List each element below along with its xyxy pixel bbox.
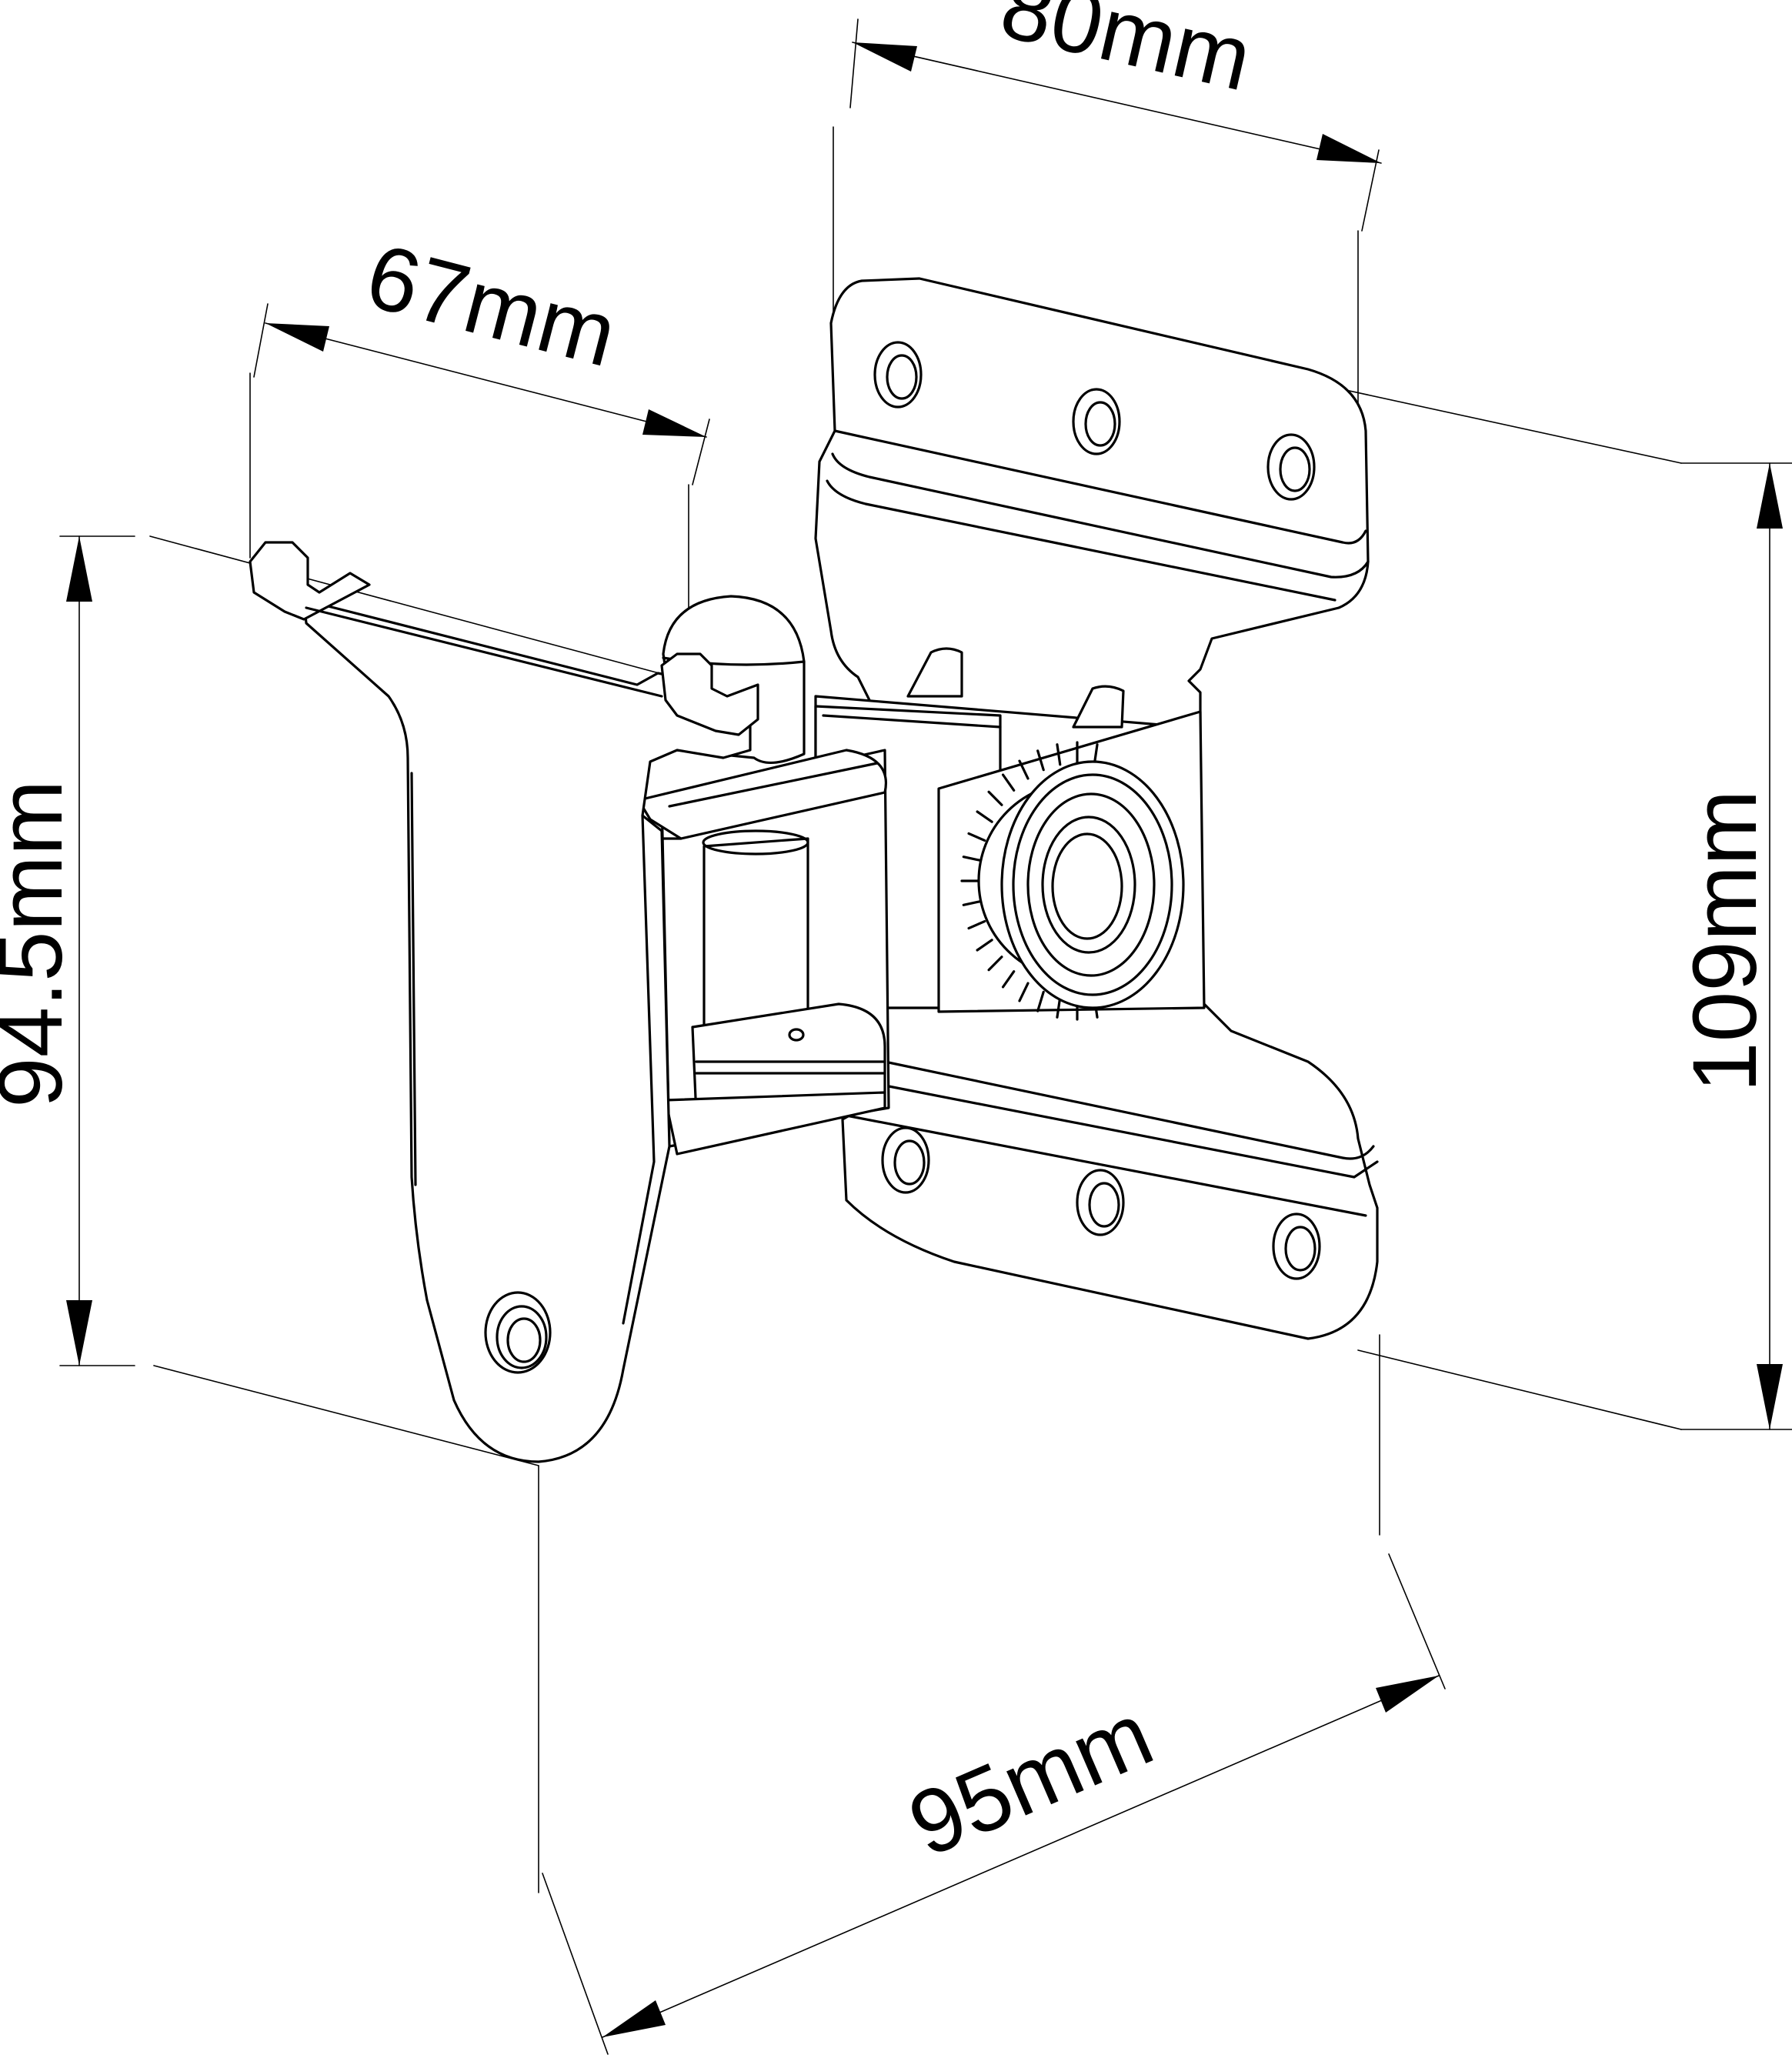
dimension-109mm xyxy=(1757,462,1783,1430)
mounting-hole xyxy=(1076,1169,1125,1236)
dimension-label-94-5mm: 94.5mm xyxy=(0,780,82,1108)
arrowhead xyxy=(66,1300,92,1366)
wall-screw-hole xyxy=(484,1291,552,1374)
mounting-hole xyxy=(1272,1212,1321,1280)
arrowhead xyxy=(265,323,329,352)
dimension-94-5mm xyxy=(66,535,92,1366)
gear-tooth xyxy=(976,939,993,952)
dimension-67mm xyxy=(265,322,707,438)
dimension-label-67mm: 67mm xyxy=(356,225,626,386)
gear-tooth xyxy=(1036,749,1045,772)
gear-tooth xyxy=(1001,773,1016,792)
gear-tooth xyxy=(967,919,986,930)
gear-tooth xyxy=(1056,743,1062,766)
gear-tooth xyxy=(1036,990,1045,1012)
dimension-label-95mm: 95mm xyxy=(895,1683,1166,1876)
gear-tooth xyxy=(967,832,986,842)
dimension-80mm xyxy=(852,42,1382,164)
arrowhead xyxy=(1316,134,1381,163)
swivel-hinge xyxy=(637,595,890,1156)
gear-tooth xyxy=(962,856,982,862)
gear-tooth xyxy=(987,790,1003,806)
wall-hook xyxy=(660,652,759,736)
gear-tooth xyxy=(1018,982,1029,1002)
gear-tooth xyxy=(1001,970,1016,989)
arrowhead xyxy=(1376,1676,1439,1713)
arrowhead xyxy=(1757,463,1783,529)
gear-tooth xyxy=(987,956,1003,972)
mounting-hole xyxy=(881,1126,930,1194)
mounting-hole xyxy=(1072,388,1121,455)
wall-hook xyxy=(249,541,371,621)
dimension-95mm xyxy=(602,1675,1440,2038)
mounting-hole xyxy=(1266,433,1316,501)
arrowhead xyxy=(602,2000,666,2037)
extension-lines xyxy=(59,18,1792,2055)
arrowhead xyxy=(1757,1364,1783,1429)
gear-tooth xyxy=(976,810,993,823)
gear-tooth xyxy=(1018,759,1029,780)
gear-tooth xyxy=(962,900,982,906)
dimension-label-80mm: 80mm xyxy=(992,0,1260,111)
arrowhead xyxy=(853,42,917,72)
wall-arm-plate xyxy=(249,541,759,1463)
dimension-label-109mm: 109mm xyxy=(1674,790,1776,1092)
mounting-hole xyxy=(873,341,923,409)
arrowhead xyxy=(642,409,706,437)
arrowhead xyxy=(66,536,92,602)
